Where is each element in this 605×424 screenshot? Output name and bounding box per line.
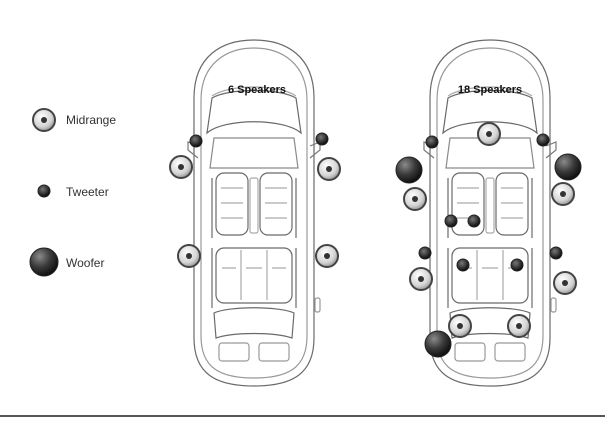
legend-label-midrange: Midrange <box>66 113 116 127</box>
midrange-speaker-icon-center <box>41 117 47 123</box>
legend-label-tweeter: Tweeter <box>66 185 109 199</box>
midrange-speaker-icon <box>409 267 433 291</box>
legend-item-midrange: Midrange <box>32 108 116 132</box>
midrange-speaker-icon <box>177 244 201 268</box>
tweeter-speaker-icon <box>444 214 458 228</box>
midrange-speaker-icon <box>317 157 341 181</box>
woofer-speaker-icon <box>424 330 452 358</box>
car-diagram-18-speakers: 18 Speakers <box>395 39 582 387</box>
legend: Midrange Tweeter Woofer <box>29 108 116 277</box>
car-title: 6 Speakers <box>228 84 286 96</box>
midrange-speaker-icon <box>477 122 501 146</box>
midrange-speaker-icon <box>403 187 427 211</box>
tweeter-speaker-icon <box>467 214 481 228</box>
midrange-speaker-icon <box>448 314 472 338</box>
midrange-speaker-icon <box>553 271 577 295</box>
tweeter-speaker-icon <box>456 258 470 272</box>
tweeter-speaker-icon <box>425 135 439 149</box>
legend-label-woofer: Woofer <box>66 256 104 270</box>
midrange-speaker-icon <box>315 244 339 268</box>
bottom-divider <box>0 415 605 417</box>
midrange-speaker-icon <box>507 314 531 338</box>
tweeter-speaker-icon <box>510 258 524 272</box>
car-title: 18 Speakers <box>458 84 522 96</box>
legend-item-woofer: Woofer <box>29 247 104 277</box>
speakers-car-2 <box>395 122 582 358</box>
tweeter-speaker-icon <box>549 246 563 260</box>
tweeter-speaker-icon <box>189 134 203 148</box>
tweeter-speaker-icon <box>418 246 432 260</box>
woofer-speaker-icon <box>395 156 423 184</box>
midrange-speaker-icon <box>169 155 193 179</box>
tweeter-speaker-icon <box>37 184 51 198</box>
woofer-speaker-icon <box>29 247 59 277</box>
legend-item-tweeter: Tweeter <box>37 184 109 199</box>
tweeter-speaker-icon <box>315 132 329 146</box>
midrange-speaker-icon <box>551 182 575 206</box>
speakers-car-1 <box>169 132 341 268</box>
car-diagram-6-speakers: 6 Speakers <box>169 39 341 387</box>
tweeter-speaker-icon <box>536 133 550 147</box>
woofer-speaker-icon <box>554 153 582 181</box>
